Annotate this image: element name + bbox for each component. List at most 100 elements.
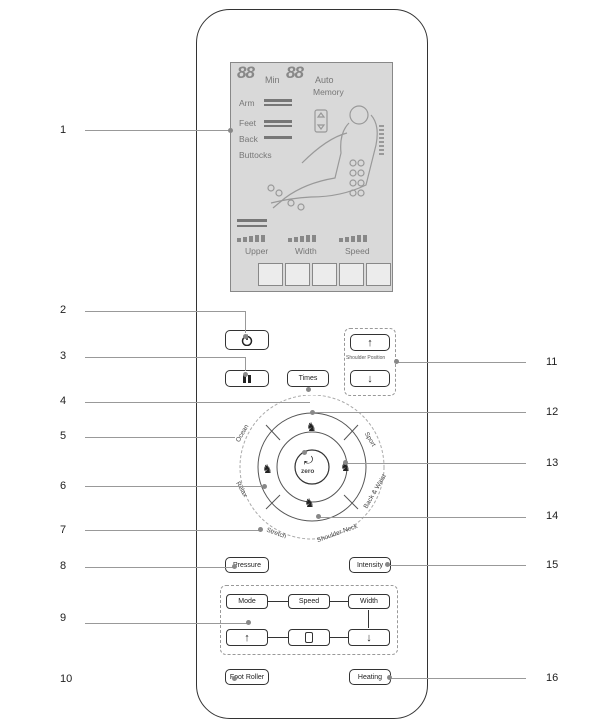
lcd-arm-bar <box>264 99 292 102</box>
callout-dot-10 <box>232 676 237 681</box>
lcd-arm-bar-2 <box>264 104 292 106</box>
callout-dot-9 <box>246 620 251 625</box>
callout-dot-11 <box>394 359 399 364</box>
callout-dot-5 <box>302 450 307 455</box>
callout-line-4 <box>85 402 310 403</box>
callout-number-11: 11 <box>546 356 558 368</box>
lcd-technique-icons <box>258 263 391 286</box>
callout-dot-2 <box>243 334 248 339</box>
mode-button[interactable]: Mode <box>226 594 268 609</box>
upper-body-mode-icon: ♞ <box>306 420 317 434</box>
callout-number-8: 8 <box>60 560 67 572</box>
lcd-speed-bars <box>339 235 367 242</box>
callout-number-7: 7 <box>60 524 67 536</box>
lcd-feet-bar-2 <box>264 125 292 127</box>
callout-line-16 <box>389 678 526 679</box>
lcd-buttocks-label: Buttocks <box>239 150 272 160</box>
lcd-memory-label: Memory <box>313 87 344 97</box>
callout-line-8 <box>85 567 235 568</box>
down-arrow-icon: ↓ <box>366 631 372 644</box>
callout-dot-1 <box>228 128 233 133</box>
lcd-min-label: Min <box>265 75 280 85</box>
clap-technique-icon <box>366 263 391 286</box>
callout-line-7 <box>85 530 260 531</box>
speed-button[interactable]: Speed <box>288 594 330 609</box>
lcd-width-bars <box>288 235 316 242</box>
connector-line-right <box>368 610 369 628</box>
callout-number-15: 15 <box>546 559 559 571</box>
shoulder-position-label: Shoulder Position <box>346 355 386 361</box>
callout-number-1: 1 <box>60 124 67 136</box>
callout-number-5: 5 <box>60 430 67 442</box>
callout-dot-14 <box>316 514 321 519</box>
full-body-mode-icon: ♞ <box>340 460 351 474</box>
lcd-chair-figure-icon <box>267 105 384 211</box>
callout-line-2 <box>85 311 245 312</box>
lcd-back-bar <box>264 136 292 139</box>
lcd-display: 88 Min 88 Auto Memory Arm Feet Back Butt… <box>230 62 393 292</box>
foot-roller-button[interactable]: Foot Roller <box>225 669 269 685</box>
knead-technique-icon <box>258 263 283 286</box>
callout-dot-13 <box>343 460 348 465</box>
callout-number-14: 14 <box>546 510 559 522</box>
callout-number-6: 6 <box>60 480 67 492</box>
lcd-minutes-digits: 88 <box>237 63 255 82</box>
callout-line-12 <box>312 412 526 413</box>
lcd-speed-label: Speed <box>345 246 370 256</box>
shoulder-up-button[interactable]: ↑ <box>350 334 390 351</box>
lcd-level-bar <box>237 219 267 222</box>
pressure-button[interactable]: Pressure <box>225 557 269 573</box>
callout-line-3b <box>245 357 246 371</box>
callout-number-2: 2 <box>60 304 67 316</box>
adjust-button[interactable] <box>288 629 330 646</box>
callout-number-12: 12 <box>546 406 559 418</box>
callout-line-9 <box>85 623 250 624</box>
pause-icon <box>243 374 251 383</box>
power-button[interactable] <box>225 330 269 350</box>
manual-down-button[interactable]: ↓ <box>348 629 390 646</box>
pause-button[interactable] <box>225 370 269 387</box>
tap-technique-icon <box>285 263 310 286</box>
lower-mode-icon: ♞ <box>262 462 273 476</box>
lcd-auto-label: Auto <box>315 75 334 85</box>
lcd-auto-digits: 88 <box>286 63 304 82</box>
lcd-level-bar-2 <box>237 225 267 227</box>
lcd-feet-bar <box>264 120 292 123</box>
callout-dot-4 <box>306 387 311 392</box>
callout-line-14 <box>318 517 526 518</box>
callout-dot-6 <box>262 484 267 489</box>
down-arrow-icon: ↓ <box>367 372 373 385</box>
heating-button[interactable]: Heating <box>349 669 391 685</box>
callout-dot-15 <box>385 562 390 567</box>
manual-up-button[interactable]: ↑ <box>226 629 268 646</box>
lcd-width-label: Width <box>295 246 317 256</box>
width-button[interactable]: Width <box>348 594 390 609</box>
callout-number-3: 3 <box>60 350 67 362</box>
seat-adjust-icon <box>305 632 313 643</box>
program-dial <box>239 395 385 540</box>
callout-number-10: 10 <box>60 673 73 685</box>
times-button[interactable]: Times <box>287 370 329 387</box>
lcd-upper-bars <box>237 235 265 242</box>
lcd-back-label: Back <box>239 134 258 144</box>
callout-number-4: 4 <box>60 395 67 407</box>
lcd-upper-label: Upper <box>245 246 269 256</box>
lcd-feet-label: Feet <box>239 118 257 128</box>
zero-gravity-button[interactable]: zero <box>301 468 315 475</box>
callout-dot-8 <box>232 564 237 569</box>
callout-line-2b <box>245 311 246 333</box>
shoulder-down-button[interactable]: ↓ <box>350 370 390 387</box>
callout-dot-16 <box>387 675 392 680</box>
callout-line-15 <box>387 565 526 566</box>
callout-dot-3 <box>243 372 248 377</box>
callout-number-9: 9 <box>60 612 67 624</box>
up-arrow-icon: ↑ <box>244 631 250 644</box>
waist-mode-icon: ♞ <box>304 496 315 510</box>
callout-number-13: 13 <box>546 457 559 469</box>
roll-technique-icon <box>339 263 364 286</box>
callout-line-13 <box>345 463 526 464</box>
up-arrow-icon: ↑ <box>367 336 373 349</box>
shiatsu-technique-icon <box>312 263 337 286</box>
callout-line-6 <box>85 486 265 487</box>
callout-line-1 <box>85 130 230 131</box>
